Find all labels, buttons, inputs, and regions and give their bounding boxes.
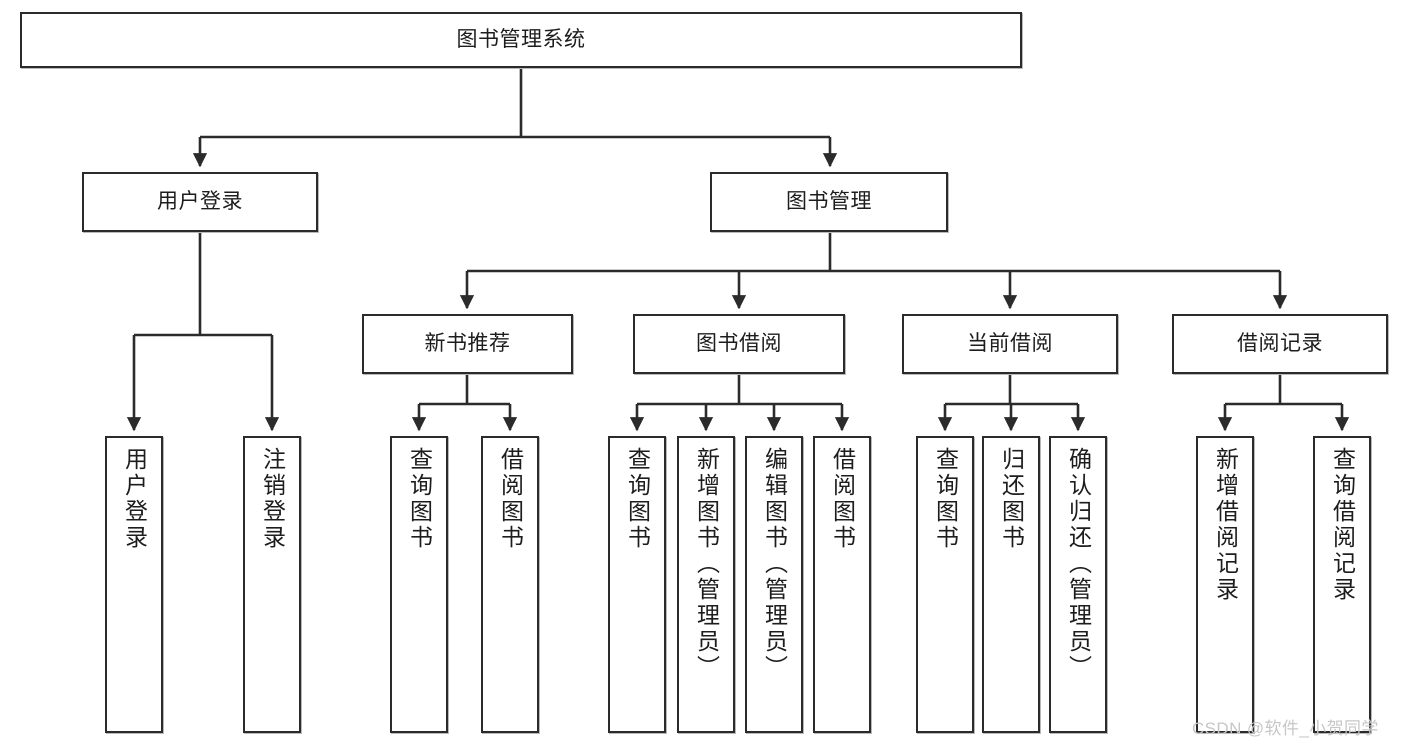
node-leaf-logout-login[interactable]: 注销登录 (243, 436, 301, 733)
node-book-manage-label: 图书管理 (786, 189, 872, 213)
node-leaf-query-book-1-label: 查询图书 (406, 447, 433, 551)
node-current-borrow-label: 当前借阅 (967, 331, 1053, 355)
node-leaf-edit-book-label: 编辑图书（管理员） (761, 447, 788, 681)
node-leaf-query-book-2[interactable]: 查询图书 (608, 436, 666, 733)
node-leaf-borrow-book-1[interactable]: 借阅图书 (481, 436, 539, 733)
node-root[interactable]: 图书管理系统 (20, 12, 1022, 68)
node-root-label: 图书管理系统 (456, 27, 586, 51)
node-leaf-add-book-label: 新增图书（管理员） (693, 447, 720, 681)
node-new-book-recommend-label: 新书推荐 (424, 331, 511, 355)
node-leaf-query-record[interactable]: 查询借阅记录 (1313, 436, 1371, 733)
node-leaf-query-record-label: 查询借阅记录 (1329, 447, 1356, 603)
node-leaf-query-book-3-label: 查询图书 (932, 447, 959, 551)
node-leaf-query-book-1[interactable]: 查询图书 (390, 436, 448, 733)
node-user-login[interactable]: 用户登录 (82, 172, 318, 232)
node-user-login-label: 用户登录 (157, 189, 243, 213)
node-new-book-recommend[interactable]: 新书推荐 (362, 314, 573, 374)
node-book-borrow[interactable]: 图书借阅 (633, 314, 845, 374)
node-leaf-add-book[interactable]: 新增图书（管理员） (677, 436, 735, 733)
node-leaf-borrow-book-2[interactable]: 借阅图书 (813, 436, 871, 733)
node-borrow-record-label: 借阅记录 (1237, 331, 1323, 355)
node-leaf-confirm-return-label: 确认归还（管理员） (1065, 447, 1092, 681)
watermark-text: CSDN @软件_小贺同学 (1192, 719, 1379, 738)
node-leaf-confirm-return[interactable]: 确认归还（管理员） (1049, 436, 1107, 733)
node-leaf-edit-book[interactable]: 编辑图书（管理员） (745, 436, 803, 733)
node-leaf-borrow-book-2-label: 借阅图书 (829, 447, 856, 551)
node-borrow-record[interactable]: 借阅记录 (1172, 314, 1388, 374)
node-leaf-logout-login-label: 注销登录 (259, 447, 286, 551)
node-leaf-query-book-2-label: 查询图书 (624, 447, 651, 551)
node-leaf-user-login-label: 用户登录 (121, 447, 148, 551)
node-book-manage[interactable]: 图书管理 (710, 172, 948, 232)
node-leaf-user-login[interactable]: 用户登录 (105, 436, 163, 733)
node-book-borrow-label: 图书借阅 (696, 331, 782, 355)
node-leaf-return-book-label: 归还图书 (998, 447, 1025, 551)
node-leaf-query-book-3[interactable]: 查询图书 (916, 436, 974, 733)
node-leaf-return-book[interactable]: 归还图书 (982, 436, 1040, 733)
node-current-borrow[interactable]: 当前借阅 (902, 314, 1118, 374)
node-leaf-add-record[interactable]: 新增借阅记录 (1196, 436, 1254, 733)
node-leaf-add-record-label: 新增借阅记录 (1212, 447, 1239, 603)
node-leaf-borrow-book-1-label: 借阅图书 (497, 447, 524, 551)
